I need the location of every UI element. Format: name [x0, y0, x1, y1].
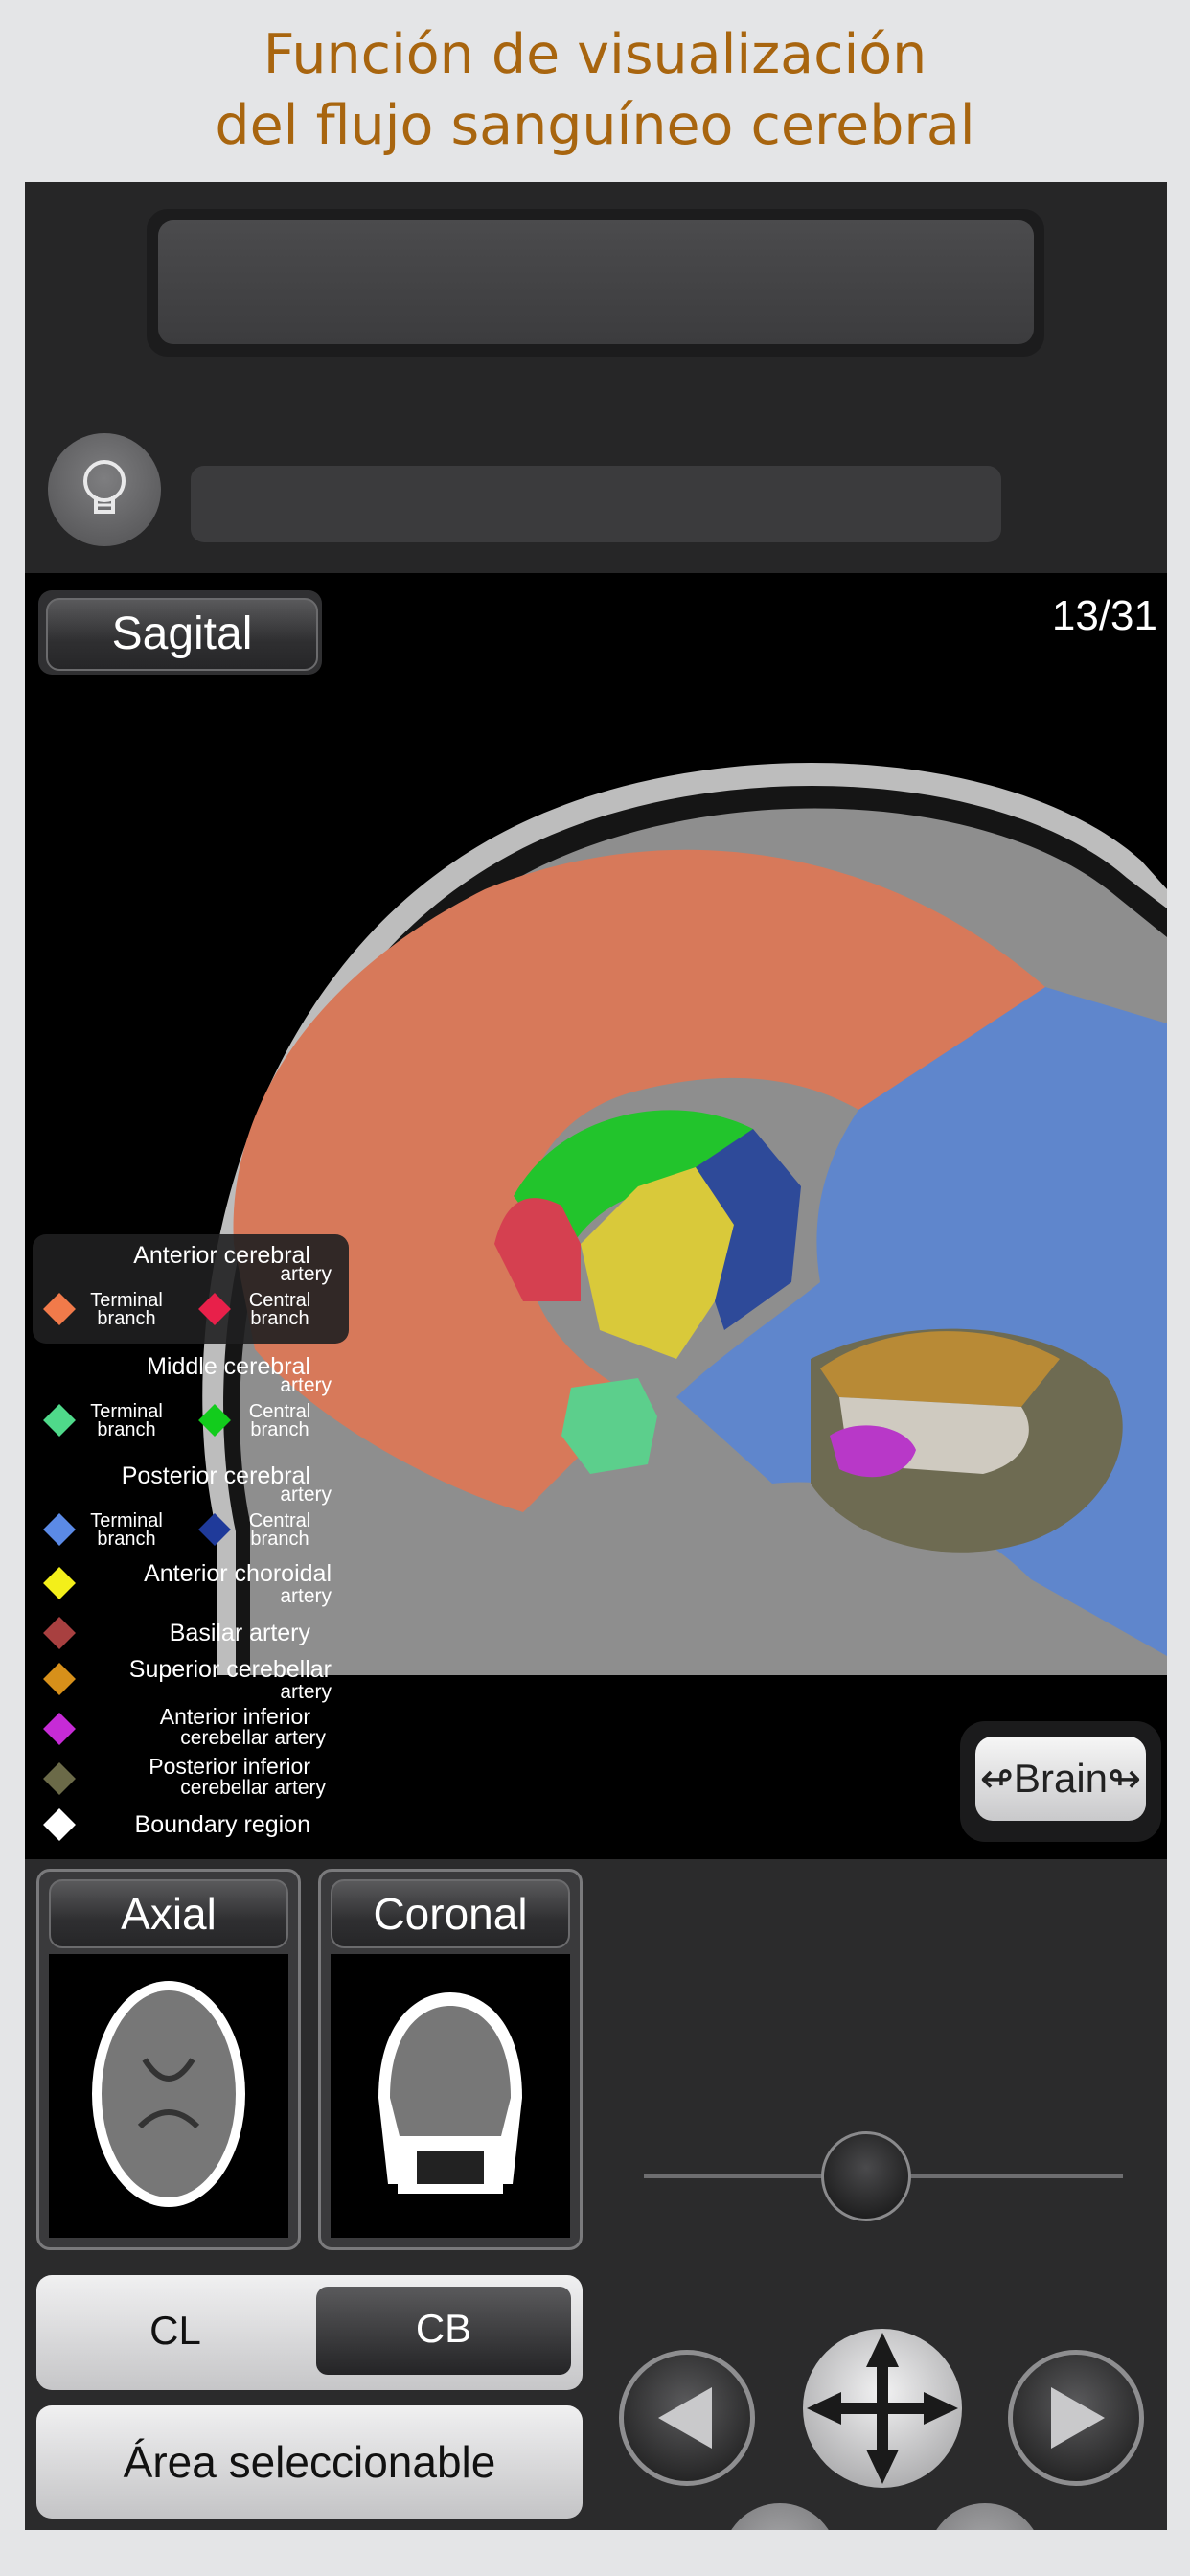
question-panel — [25, 182, 1167, 573]
coronal-image — [331, 1954, 570, 2238]
scan-viewer[interactable]: Sagital 13/31 ↫Brain↬ — [25, 573, 1167, 1859]
legend-group-suffix: artery — [280, 1484, 332, 1506]
previous-slice-button[interactable] — [619, 2350, 755, 2486]
mode-segmented-control: CL CB — [36, 2275, 583, 2390]
answer-field[interactable] — [191, 466, 1001, 542]
legend-item-basilar: Basilar artery — [33, 1608, 349, 1652]
axial-image — [49, 1954, 288, 2238]
legend-swatch-mca-central — [198, 1404, 231, 1437]
axial-label: Axial — [49, 1879, 288, 1948]
coronal-thumbnail[interactable]: Coronal — [318, 1869, 583, 2250]
control-panel: Axial Coronal CL — [25, 1859, 1167, 2530]
lightbulb-icon — [83, 460, 126, 514]
legend-item-anterior-choroidal: Anterior choroidal artery — [33, 1558, 349, 1608]
legend-item-aica: Anterior inferior cerebellar artery — [33, 1702, 349, 1750]
zoom-in-button[interactable] — [927, 2503, 1042, 2530]
axial-thumbnail[interactable]: Axial — [36, 1869, 301, 2250]
brain-toggle-button[interactable]: ↫Brain↬ — [975, 1736, 1146, 1821]
plus-icon — [927, 2503, 1042, 2530]
coronal-label: Coronal — [331, 1879, 570, 1948]
hint-button[interactable] — [48, 433, 161, 546]
legend-swatch-pca-terminal — [43, 1513, 76, 1546]
move-arrows-icon — [807, 2333, 958, 2484]
selectable-area-button[interactable]: Área seleccionable — [36, 2405, 583, 2518]
question-box — [158, 220, 1034, 344]
legend-group-suffix: artery — [280, 1374, 332, 1396]
title-line-2: del flujo sanguíneo cerebral — [215, 94, 975, 157]
legend-group-title: Middle cerebral — [147, 1353, 310, 1380]
legend-item-pica: Posterior inferior cerebellar artery — [33, 1750, 349, 1802]
axial-brain-icon — [92, 1981, 245, 2207]
legend-group-title: Anterior cerebral — [133, 1242, 310, 1269]
legend-group-suffix: artery — [280, 1263, 332, 1285]
legend-swatch-mca-terminal — [43, 1404, 76, 1437]
legend-item-boundary: Boundary region — [33, 1802, 349, 1844]
minus-icon — [722, 2503, 837, 2530]
sagittal-ct-image[interactable] — [25, 573, 1167, 1859]
coronal-brain-icon — [378, 1992, 522, 2194]
segment-cb[interactable]: CB — [316, 2287, 571, 2375]
segment-cl[interactable]: CL — [149, 2308, 201, 2353]
next-slice-button[interactable] — [1008, 2350, 1144, 2486]
triangle-right-icon — [1051, 2387, 1105, 2449]
title-line-1: Función de visualización — [263, 23, 927, 86]
legend-swatch-pca-central — [198, 1513, 231, 1546]
view-mode-button[interactable]: Sagital — [46, 598, 318, 671]
zoom-out-button[interactable] — [722, 2503, 837, 2530]
slice-counter: 13/31 — [1051, 592, 1157, 639]
slice-slider-thumb[interactable] — [821, 2131, 911, 2221]
page-title: Función de visualización del flujo sangu… — [0, 19, 1190, 161]
app-screen: Sagital 13/31 ↫Brain↬ Anterior cerebral … — [25, 182, 1167, 2530]
pan-control[interactable] — [803, 2329, 962, 2488]
triangle-left-icon — [658, 2387, 712, 2449]
legend-item-superior-cerebellar: Superior cerebellar artery — [33, 1652, 349, 1703]
legend-group-title: Posterior cerebral — [121, 1462, 310, 1489]
